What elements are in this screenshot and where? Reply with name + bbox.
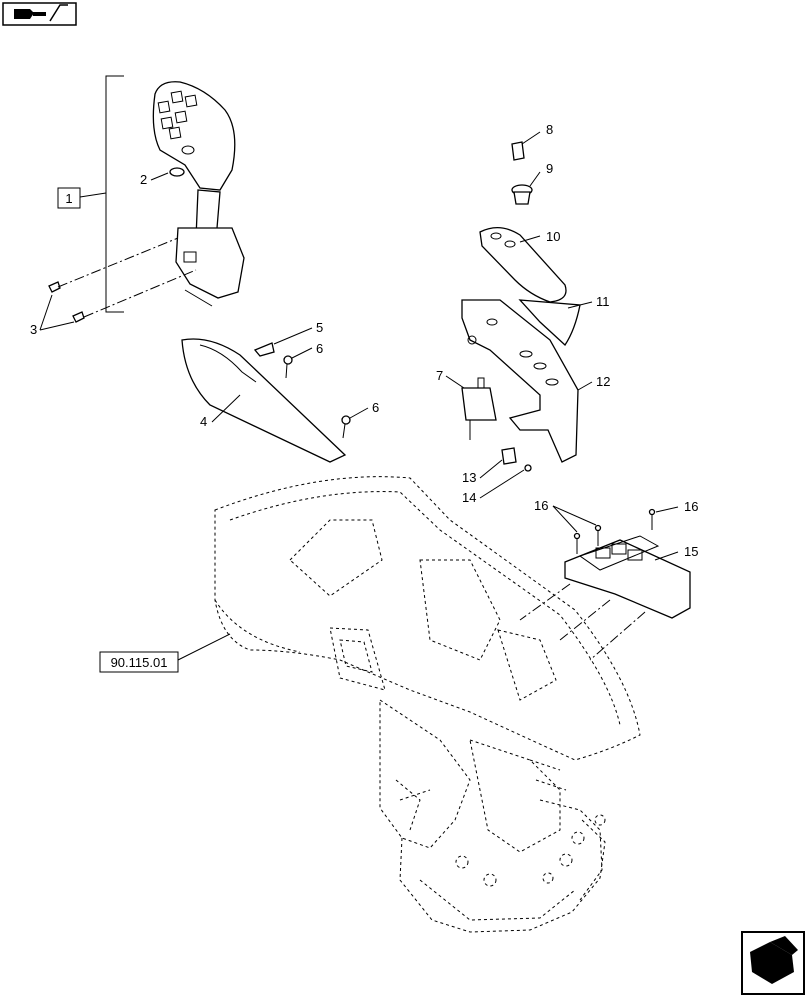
callout-10[interactable]: 10 [546, 229, 560, 244]
part-12-housing [461, 299, 593, 463]
callout-16b[interactable]: 16 [684, 499, 698, 514]
part-6-screws [283, 347, 369, 439]
part-13-clip [479, 447, 517, 479]
callout-1[interactable]: 1 [57, 187, 81, 209]
callout-15[interactable]: 15 [684, 544, 698, 559]
part-15-module [564, 535, 691, 619]
joystick-handle [152, 81, 245, 307]
callout-11[interactable]: 11 [596, 294, 610, 309]
callout-6b[interactable]: 6 [372, 400, 379, 415]
book-icon-button[interactable] [2, 2, 77, 26]
part-5-clip [253, 327, 313, 357]
callout-16a[interactable]: 16 [534, 498, 548, 513]
part-3-screws [39, 237, 197, 331]
callout-2[interactable]: 2 [140, 172, 147, 187]
arrow-right-icon [750, 936, 798, 984]
callout-3[interactable]: 3 [30, 322, 37, 337]
arrow-icon-button[interactable] [741, 931, 805, 995]
callout-14[interactable]: 14 [462, 490, 476, 505]
callout-6a[interactable]: 6 [316, 341, 323, 356]
reference-link[interactable]: 90.115.01 [99, 651, 179, 673]
book-pointing-hand-icon [14, 4, 68, 22]
part-7-switch [445, 375, 497, 440]
part-11-pad [518, 299, 593, 346]
console-frame [177, 476, 641, 933]
bracket-1 [79, 75, 124, 313]
callout-13[interactable]: 13 [462, 470, 476, 485]
part-9-knob [511, 171, 541, 205]
part-4-cover [181, 338, 347, 463]
callout-9[interactable]: 9 [546, 161, 553, 176]
reference-link-text: 90.115.01 [111, 655, 168, 670]
callout-12[interactable]: 12 [596, 374, 610, 389]
callout-1-text: 1 [65, 191, 72, 206]
callout-7[interactable]: 7 [436, 368, 443, 383]
part-10-panel [479, 227, 567, 303]
callout-8[interactable]: 8 [546, 122, 553, 137]
part-14-screw [479, 464, 532, 499]
callout-4[interactable]: 4 [200, 414, 207, 429]
module-dashed-projection [519, 583, 646, 661]
callout-5[interactable]: 5 [316, 320, 323, 335]
part-8-bulb [511, 131, 541, 161]
part-2-pin [150, 167, 185, 181]
part-16-screws [552, 505, 679, 554]
